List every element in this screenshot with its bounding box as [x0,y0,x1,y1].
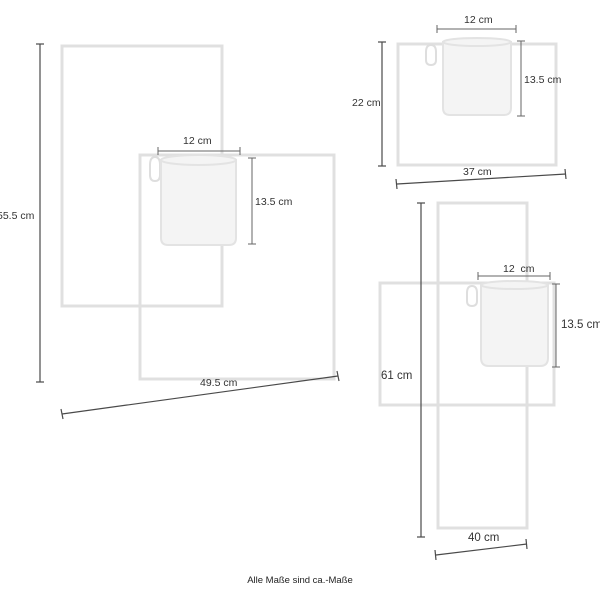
product-c: 61 cm 40 cm 12 cm 13.5 cm [378,201,600,561]
product-b-pot-diameter-label: 12 cm [464,14,493,26]
product-c-width-label: 40 cm [468,532,499,544]
product-b-width-tick-right [564,168,567,180]
product-b-width-tick-left [395,178,398,190]
product-c-width-tick-right [525,538,528,550]
product-a-pot-rim [160,154,237,166]
product-a-width-label: 49.5 cm [200,377,238,389]
product-a: 55.5 cm 49.5 cm 12 cm 13.5 cm [0,43,340,420]
product-b: 22 cm 37 cm 12 cm 13.5 cm [352,14,567,190]
product-b-height-label: 22 cm [352,97,381,109]
product-a-pot-diameter-label: 12 cm [183,135,212,147]
product-a-height-label: 55.5 cm [0,210,35,222]
product-c-width-line [435,543,528,556]
product-c-width-tick-left [434,549,437,561]
product-c-hook [466,284,478,308]
product-c-wide-frame [378,281,556,407]
product-c-pot-height-label: 13.5 cm [561,319,600,331]
product-c-height-label: 61 cm [381,370,412,382]
product-a-pot [160,159,237,246]
product-b-pot [442,41,512,116]
product-b-width-label: 37 cm [463,166,492,178]
caption: Alle Maße sind ca.-Maße [247,575,353,586]
product-b-pot-height-label: 13.5 cm [524,74,562,86]
product-a-hook [149,155,161,183]
product-a-pot-height-label: 13.5 cm [255,196,293,208]
product-b-width-line [396,173,567,185]
product-a-width-line [61,375,339,415]
product-b-pot-rim [442,37,512,47]
product-c-pot-diameter-label: 12 cm [503,263,535,275]
product-c-pot [480,284,549,367]
product-a-width-tick-right [336,370,340,382]
product-c-pot-rim [480,280,549,290]
product-a-width-tick-left [60,408,64,420]
product-b-hook [425,43,437,67]
product-a-front-frame [138,153,336,381]
